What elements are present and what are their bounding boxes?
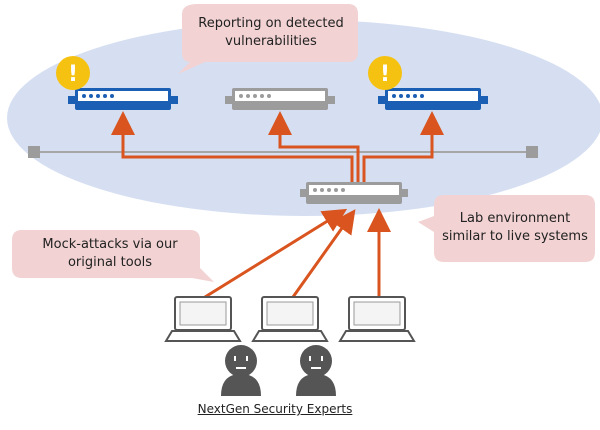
server-icon <box>225 88 335 110</box>
reporting-callout-text: Reporting on detected vulnerabilities <box>198 16 344 49</box>
person-icon <box>296 345 336 396</box>
bus-terminator-left <box>28 146 40 158</box>
experts-caption: NextGen Security Experts <box>197 402 353 416</box>
laptop-icon <box>164 296 242 342</box>
switch-icon <box>300 182 408 204</box>
server-icon <box>378 88 488 110</box>
svg-text:!: ! <box>68 62 78 87</box>
network-zone <box>7 20 600 216</box>
attack-arrow-1 <box>204 208 348 299</box>
laptop-icon <box>251 296 329 342</box>
mock-attack-arrows <box>204 208 391 299</box>
lab-callout <box>418 195 595 262</box>
attack-arrow-2 <box>291 209 356 298</box>
reporting-callout <box>178 4 358 74</box>
path-to-left-server <box>111 111 354 183</box>
warning-icon: ! <box>56 56 90 90</box>
path-to-middle-server <box>268 111 360 183</box>
laptop-icon <box>338 296 416 342</box>
person-icon <box>221 345 261 396</box>
svg-text:!: ! <box>380 62 390 87</box>
attack-paths-to-servers <box>111 111 444 183</box>
warning-icon: ! <box>368 56 402 90</box>
path-to-right-server <box>362 111 444 183</box>
lab-callout-text: Lab environment similar to live systems <box>442 211 588 244</box>
bus-terminator-right <box>526 146 538 158</box>
server-icon <box>68 88 178 110</box>
mock-callout-text: Mock-attacks via our original tools <box>42 237 178 270</box>
mock-callout <box>12 230 214 282</box>
